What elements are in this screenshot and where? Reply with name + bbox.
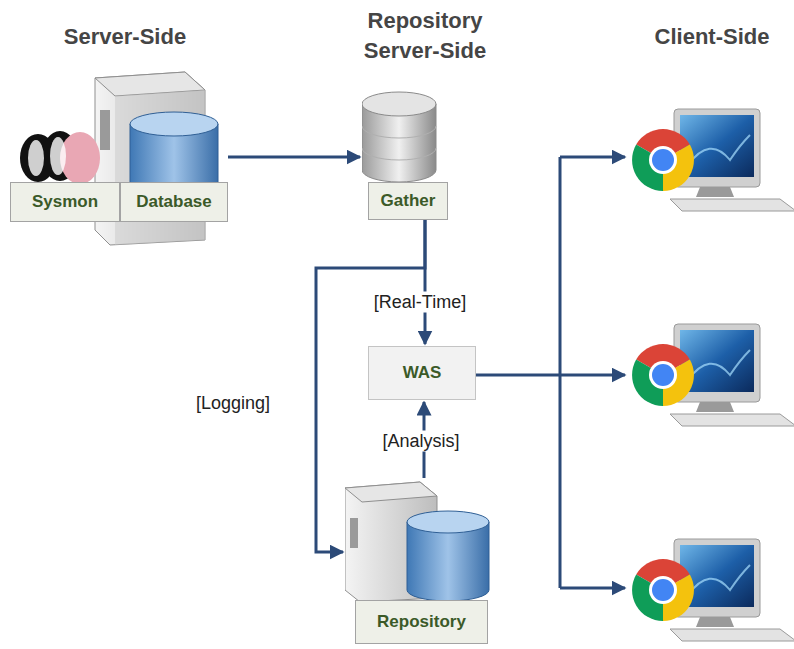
label-box: Sysmon — [10, 182, 120, 222]
section-heading: Server-Side — [40, 22, 210, 52]
database-node: Database — [120, 110, 228, 222]
label-box: Database — [120, 182, 228, 222]
label-box: Gather — [368, 182, 448, 220]
label-box: WAS — [368, 346, 476, 400]
edge-label: [Analysis] — [379, 431, 462, 452]
label-box: Repository — [355, 600, 488, 644]
repository-node: Repository — [345, 478, 490, 645]
was-box: WAS — [368, 346, 476, 400]
section-heading: Client-Side — [630, 22, 794, 52]
node-label: WAS — [403, 363, 442, 383]
connector-arrow — [228, 156, 360, 159]
node-label: Repository — [377, 612, 466, 632]
node-label: Sysmon — [32, 192, 98, 212]
edge-label: [Logging] — [193, 393, 273, 414]
edge-label: [Real-Time] — [371, 292, 469, 313]
node-label: Gather — [381, 191, 436, 211]
gather-node: Gather — [362, 88, 448, 220]
sysmon-node: Sysmon — [10, 182, 120, 222]
node-label: Database — [136, 192, 212, 212]
section-heading: Repository Server-Side — [340, 6, 510, 66]
